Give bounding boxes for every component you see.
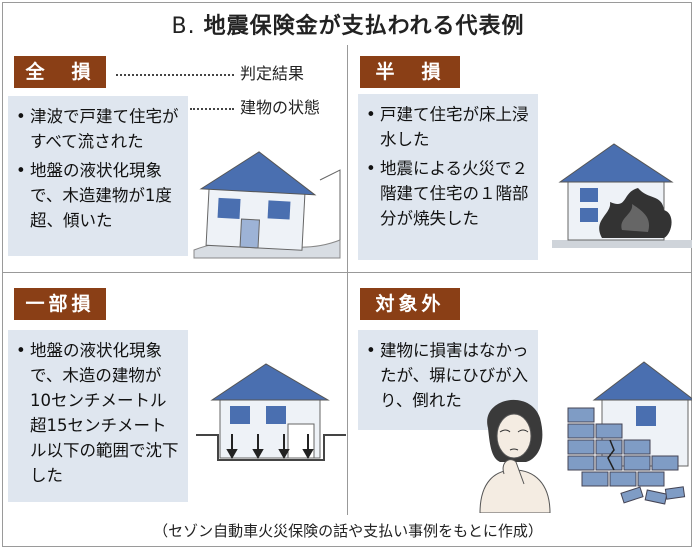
horizontal-divider	[2, 272, 692, 273]
label-taishougai: 対象外	[360, 288, 460, 320]
house-tilted-illustration	[193, 151, 341, 259]
title-prefix: B.	[171, 14, 196, 39]
cracked-wall-illustration	[567, 361, 692, 505]
label-zenson: 全 損	[14, 56, 106, 88]
taishougai-item-1: 建物に損害はなかったが、塀にひびが入り、倒れた	[366, 338, 530, 413]
zenson-item-2: 地盤の液状化現象で、木造建物が1度超、傾いた	[16, 158, 180, 233]
source-note: （セゾン自動車火災保険の話や支払い事例をもとに作成）	[153, 522, 543, 540]
title-text: 地震保険金が支払われる代表例	[203, 14, 525, 39]
label-ichibuson: 一部損	[14, 288, 106, 320]
zenson-item-1: 津波で戸建て住宅がすべて流された	[16, 104, 180, 154]
box-taishougai: 建物に損害はなかったが、塀にひびが入り、倒れた	[358, 330, 538, 430]
house-fire-illustration	[552, 143, 692, 248]
legend-building: 建物の状態	[190, 94, 320, 118]
box-hanson: 戸建て住宅が床上浸水した 地震による火災で２階建て住宅の１階部分が焼失した	[358, 94, 538, 260]
ichibuson-item-1: 地盤の液状化現象で、木造の建物が10センチメートル超15センチメートル以下の範囲…	[16, 338, 180, 488]
box-ichibuson: 地盤の液状化現象で、木造の建物が10センチメートル超15センチメートル以下の範囲…	[8, 330, 188, 502]
legend-dots-1	[116, 73, 234, 76]
vertical-divider	[347, 45, 348, 515]
hanson-item-2: 地震による火災で２階建て住宅の１階部分が焼失した	[366, 156, 530, 231]
hanson-item-1: 戸建て住宅が床上浸水した	[366, 102, 530, 152]
legend-judgement-text: 判定結果	[240, 64, 305, 83]
worried-person-illustration	[479, 399, 551, 513]
legend-dots-2	[190, 107, 234, 110]
legend-judgement: 判定結果	[116, 60, 304, 84]
legend-building-text: 建物の状態	[240, 98, 321, 117]
box-zenson: 津波で戸建て住宅がすべて流された 地盤の液状化現象で、木造建物が1度超、傾いた	[8, 96, 188, 256]
house-sinking-illustration	[196, 363, 346, 461]
figure-title: B. 地震保険金が支払われる代表例	[0, 8, 696, 40]
label-hanson: 半 損	[360, 56, 460, 88]
